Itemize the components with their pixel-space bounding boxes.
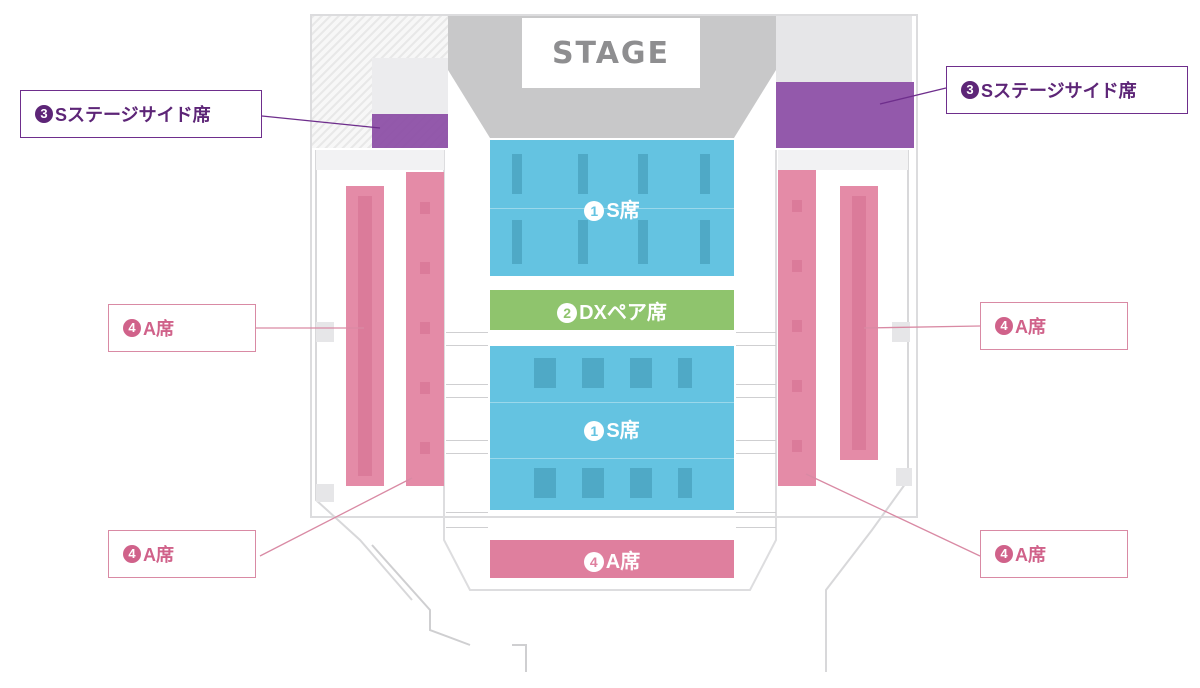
seat-number-icon: 3 [961,81,979,99]
callout-text: A席 [143,545,174,565]
stair [736,512,776,528]
seat-number-icon: 3 [35,105,53,123]
a-seat-right-inner-column[interactable] [778,170,816,486]
stair [446,440,488,454]
dx-pair-seat-text: DXペア席 [579,301,667,324]
stair [446,512,488,528]
callout-text: Sステージサイド席 [981,81,1137,101]
stage-side-seat-right[interactable] [776,82,914,148]
callout-text: A席 [143,319,174,339]
seat-number-icon: 4 [123,545,141,563]
stair [736,440,776,454]
seat-number-icon: 1 [584,421,605,442]
callout-text: A席 [1015,545,1046,565]
seat-number-icon: 4 [123,319,141,337]
venue-outline [310,14,918,518]
seat-number-icon: 4 [583,552,604,573]
a-seat-left-outer-column[interactable] [346,186,384,486]
callout-text: A席 [1015,317,1046,337]
s-seat-rear-text: S席 [606,419,640,442]
a-seat-left-inner-column[interactable] [406,172,444,486]
stair [736,332,776,346]
right-stage-wing [776,16,912,82]
a-seat-rear-text: A席 [605,550,641,573]
callout-text: Sステージサイド席 [55,105,211,125]
stair [736,384,776,398]
seat-number-icon: 1 [584,201,605,222]
stage-label: STAGE [522,18,700,88]
stage-side-seat-left[interactable] [372,114,448,148]
s-seat-front-text: S席 [606,199,640,222]
seat-number-icon: 4 [995,545,1013,563]
stair [446,384,488,398]
a-seat-right-outer-column[interactable] [840,186,878,460]
left-wing-room [372,58,448,116]
seat-number-icon: 2 [557,303,578,324]
seat-number-icon: 4 [995,317,1013,335]
stair [446,332,488,346]
